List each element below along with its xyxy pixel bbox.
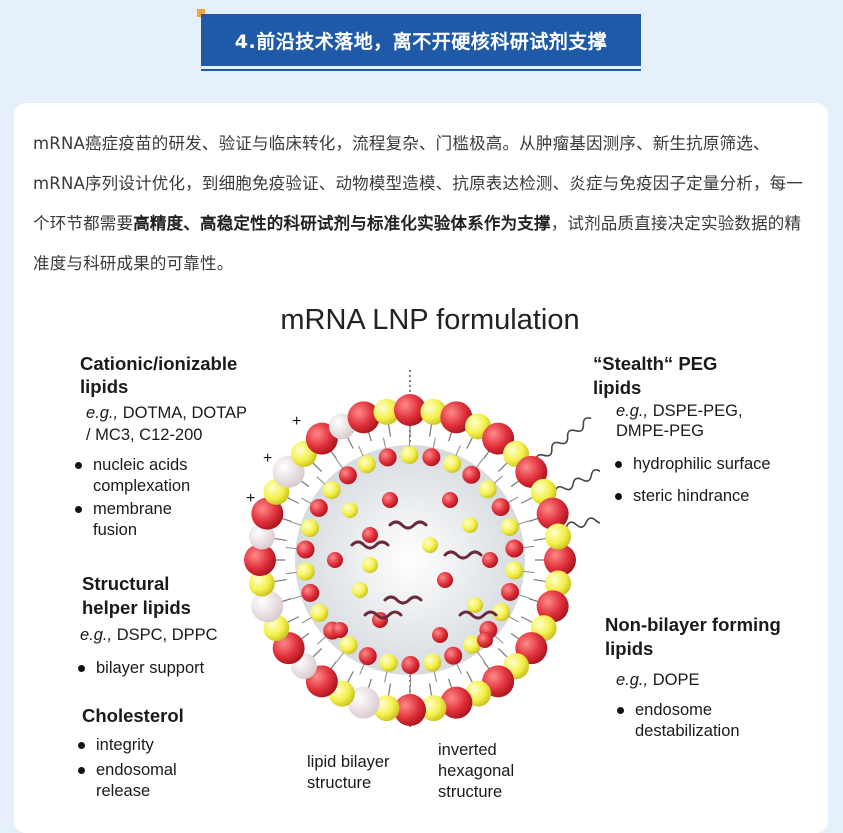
lipid-head-inner-102 [380, 654, 398, 672]
intro-paragraph: mRNA癌症疫苗的研发、验证与临床转化，流程复杂、门槛极高。从肿瘤基因测序、新生… [33, 124, 809, 284]
lipid-head-core-150 [332, 622, 348, 638]
lnp-figure: mRNA LNP formulation Cationic/ionizable … [60, 300, 800, 817]
cationic-example-2: / MC3, C12-200 [86, 425, 202, 446]
lipid-head-inner-110 [310, 604, 328, 622]
lipid-head-inner-144 [505, 540, 523, 558]
structural-eg: e.g., [80, 626, 112, 644]
lipid-head-inner-124 [339, 466, 357, 484]
peg-eg: e.g., [616, 402, 648, 420]
lipid-head-inner-138 [479, 480, 497, 498]
cationic-b2-l1: membrane [93, 500, 172, 518]
lipid-head-inner-142 [501, 518, 519, 536]
lipid-head-core-158 [432, 627, 448, 643]
peg-heading-2: lipids [593, 376, 641, 399]
banner-title: 4.前沿技术落地，离不开硬核科研试剂支撑 [235, 27, 607, 54]
lipid-head-inner-126 [358, 455, 376, 473]
figure-title: mRNA LNP formulation [60, 304, 800, 337]
lipid-head-core-156 [437, 572, 453, 588]
lipid-head-inner-116 [297, 541, 315, 559]
peg-example-text-1: DSPE-PEG, [648, 402, 742, 420]
nonbilayer-eg: e.g., [616, 671, 648, 689]
peg-example-2: DMPE-PEG [616, 421, 704, 442]
lipid-head-inner-96 [444, 647, 462, 665]
nonbilayer-heading-1: Non-bilayer forming [605, 613, 781, 636]
lipid-head-inner-132 [422, 448, 440, 466]
lipid-head-inner-90 [492, 603, 510, 621]
lipid-head-inner-128 [379, 448, 397, 466]
structural-bullet-1: bilayer support [78, 658, 204, 679]
cationic-b1-l2: complexation [93, 477, 190, 495]
lipid-head-core-160 [422, 537, 438, 553]
structural-example-text: DSPC, DPPC [112, 626, 217, 644]
lipid-head-inner-100 [401, 656, 419, 674]
hex-caption-3: structure [438, 783, 502, 801]
lipid-head-inner-98 [423, 654, 441, 672]
lipid-head-inner-120 [310, 499, 328, 517]
cationic-example-1: e.g., DOTMA, DOTAP [86, 403, 247, 424]
structural-example: e.g., DSPC, DPPC [80, 625, 218, 646]
peg-heading-1: “Stealth“ PEG [593, 352, 717, 375]
cholesterol-heading: Cholesterol [82, 704, 184, 727]
nonbilayer-bullet-1: endosome destabilization [617, 700, 740, 742]
nb-b1-l1: endosome [635, 701, 712, 719]
lipid-head-inner-140 [492, 498, 510, 516]
lipid-head-inner-104 [359, 647, 377, 665]
lipid-head-inner-88 [501, 583, 519, 601]
cationic-b2-l2: fusion [93, 521, 137, 539]
cholesterol-bullet-2: endosomal release [78, 760, 177, 802]
lipid-head-core-148 [352, 582, 368, 598]
peg-bullet-1: hydrophilic surface [615, 454, 771, 475]
cationic-heading-2: lipids [80, 375, 128, 398]
bilayer-caption: lipid bilayer structure [307, 752, 390, 794]
bilayer-caption-1: lipid bilayer [307, 753, 390, 771]
cationic-eg: e.g., [86, 404, 118, 422]
lipid-head-core-159 [477, 632, 493, 648]
nb-b1-l2: destabilization [635, 722, 740, 740]
structural-heading-2: helper lipids [82, 596, 191, 619]
nonbilayer-heading-2: lipids [605, 637, 653, 660]
structural-heading-1: Structural [82, 572, 169, 595]
lipid-head-inner-134 [443, 455, 461, 473]
lipid-head-inner-86 [505, 561, 523, 579]
lnp-particle-diagram [240, 350, 600, 730]
nonbilayer-example: e.g., DOPE [616, 670, 699, 691]
cationic-heading-1: Cationic/ionizable [80, 352, 237, 375]
chol-b2-l2: release [96, 782, 150, 800]
chol-b2-l1: endosomal [96, 761, 177, 779]
lipid-head-core-155 [482, 552, 498, 568]
lipid-head-core-153 [442, 492, 458, 508]
lipid-head-inner-122 [323, 481, 341, 499]
cationic-bullet-1: nucleic acids complexation [75, 455, 190, 497]
banner-underline [201, 69, 641, 71]
lipid-head-inner-112 [301, 584, 319, 602]
hex-caption-2: hexagonal [438, 762, 514, 780]
peg-bullet-2: steric hindrance [615, 486, 749, 507]
cholesterol-bullet-1: integrity [78, 735, 154, 756]
cationic-b1-l1: nucleic acids [93, 456, 187, 474]
nonbilayer-example-text: DOPE [648, 671, 699, 689]
hex-caption-1: inverted [438, 741, 497, 759]
lipid-head-core-154 [462, 517, 478, 533]
hex-caption: inverted hexagonal structure [438, 740, 514, 803]
lipid-head-inner-114 [297, 562, 315, 580]
lipid-head-core-147 [327, 552, 343, 568]
cationic-bullet-2: membrane fusion [75, 499, 172, 541]
lipid-head-core-145 [342, 502, 358, 518]
peg-example-1: e.g., DSPE-PEG, [616, 401, 743, 422]
lipid-head-inner-136 [462, 466, 480, 484]
lipid-head-core-152 [382, 492, 398, 508]
lipid-head-core-151 [362, 557, 378, 573]
cationic-example-text-1: DOTMA, DOTAP [118, 404, 247, 422]
section-banner: 4.前沿技术落地，离不开硬核科研试剂支撑 [201, 14, 641, 66]
lipid-head-inner-118 [301, 519, 319, 537]
bilayer-caption-2: structure [307, 774, 371, 792]
lipid-head-inner-106 [340, 636, 358, 654]
lipid-head-core-146 [362, 527, 378, 543]
lipid-head-inner-130 [401, 446, 419, 464]
intro-text-bold: 高精度、高稳定性的科研试剂与标准化实验体系作为支撑 [133, 214, 551, 233]
lipid-head-core-157 [467, 597, 483, 613]
lnp-content [244, 370, 600, 730]
lipid-head-outer-84 [545, 524, 571, 550]
